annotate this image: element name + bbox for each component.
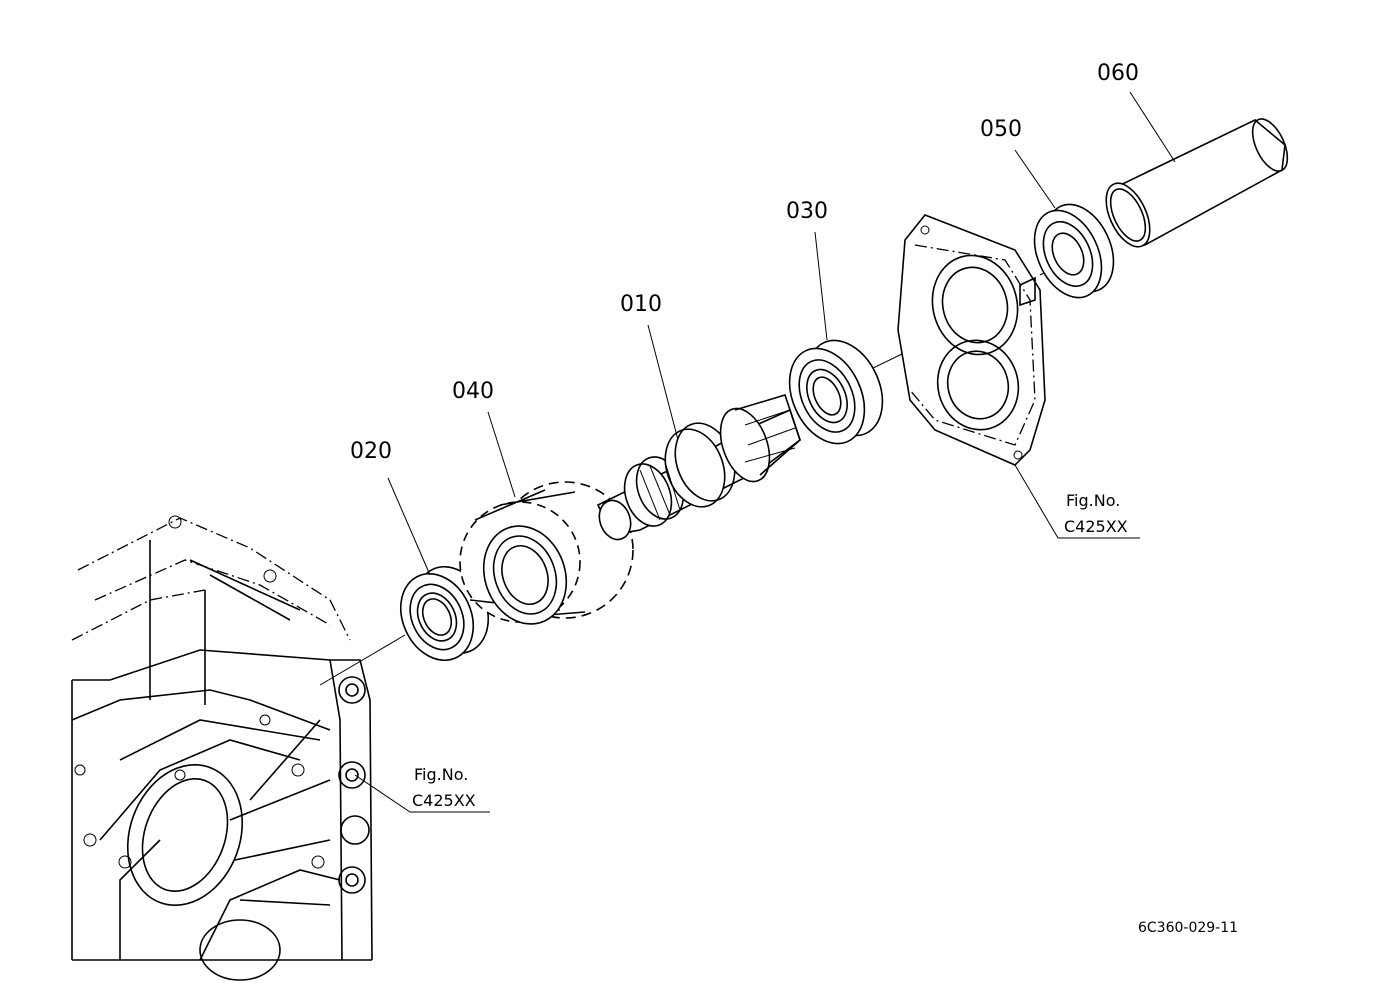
drawing-code: 6C360-029-11	[1138, 920, 1238, 936]
transmission-housing	[71, 515, 373, 981]
figure-reference-lower: Fig.No. C425XX	[412, 765, 476, 810]
part-label-060: 060	[1097, 61, 1139, 86]
part-label-040: 040	[452, 379, 494, 404]
leader-lines	[354, 91, 1176, 813]
sleeve-060	[1105, 118, 1289, 248]
cover-plate	[897, 214, 1046, 466]
part-label-050: 050	[980, 117, 1022, 142]
bearing-030	[788, 339, 884, 445]
shaft-010	[596, 394, 801, 541]
figure-reference-upper: Fig.No. C425XX	[1064, 491, 1128, 536]
part-label-030: 030	[786, 199, 828, 224]
part-label-010: 010	[620, 292, 662, 317]
fig-ref-label: Fig.No.	[414, 765, 468, 784]
part-number-labels: 010 020 030 040 050 060	[350, 61, 1139, 464]
fig-ref-code: C425XX	[1064, 517, 1128, 536]
seal-050	[1033, 203, 1115, 299]
fig-ref-label: Fig.No.	[1066, 491, 1120, 510]
part-label-020: 020	[350, 439, 392, 464]
fig-ref-code: C425XX	[412, 791, 476, 810]
